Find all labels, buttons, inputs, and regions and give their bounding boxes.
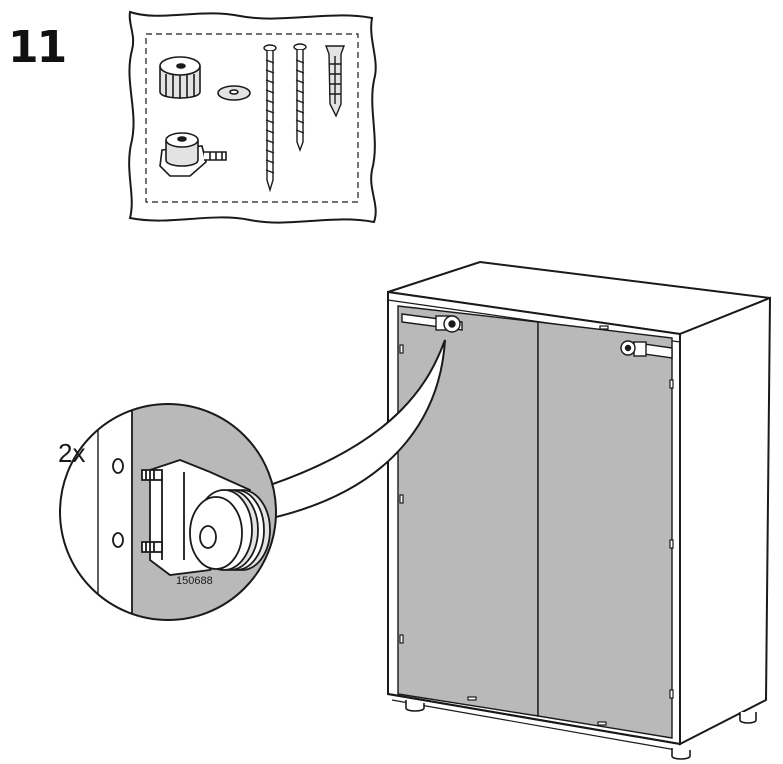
leveling-foot-icon bbox=[159, 56, 201, 99]
detail-view: 150688 bbox=[59, 403, 277, 621]
foot-bracket-icon bbox=[159, 132, 227, 177]
wall-plug-icon bbox=[324, 45, 346, 118]
short-screw-icon bbox=[293, 43, 307, 152]
quantity-label: 2x bbox=[58, 438, 85, 468]
mounted-foot-left bbox=[401, 313, 463, 333]
back-panel-right bbox=[537, 321, 673, 739]
part-number: 150688 bbox=[176, 575, 213, 587]
washer-icon bbox=[217, 85, 251, 101]
long-screw-icon bbox=[263, 44, 277, 193]
step-number: 11 bbox=[8, 22, 67, 73]
cabinet bbox=[387, 260, 772, 760]
mounted-foot-right bbox=[620, 340, 673, 359]
back-panel-left bbox=[397, 305, 539, 717]
parts-bag bbox=[128, 10, 377, 224]
